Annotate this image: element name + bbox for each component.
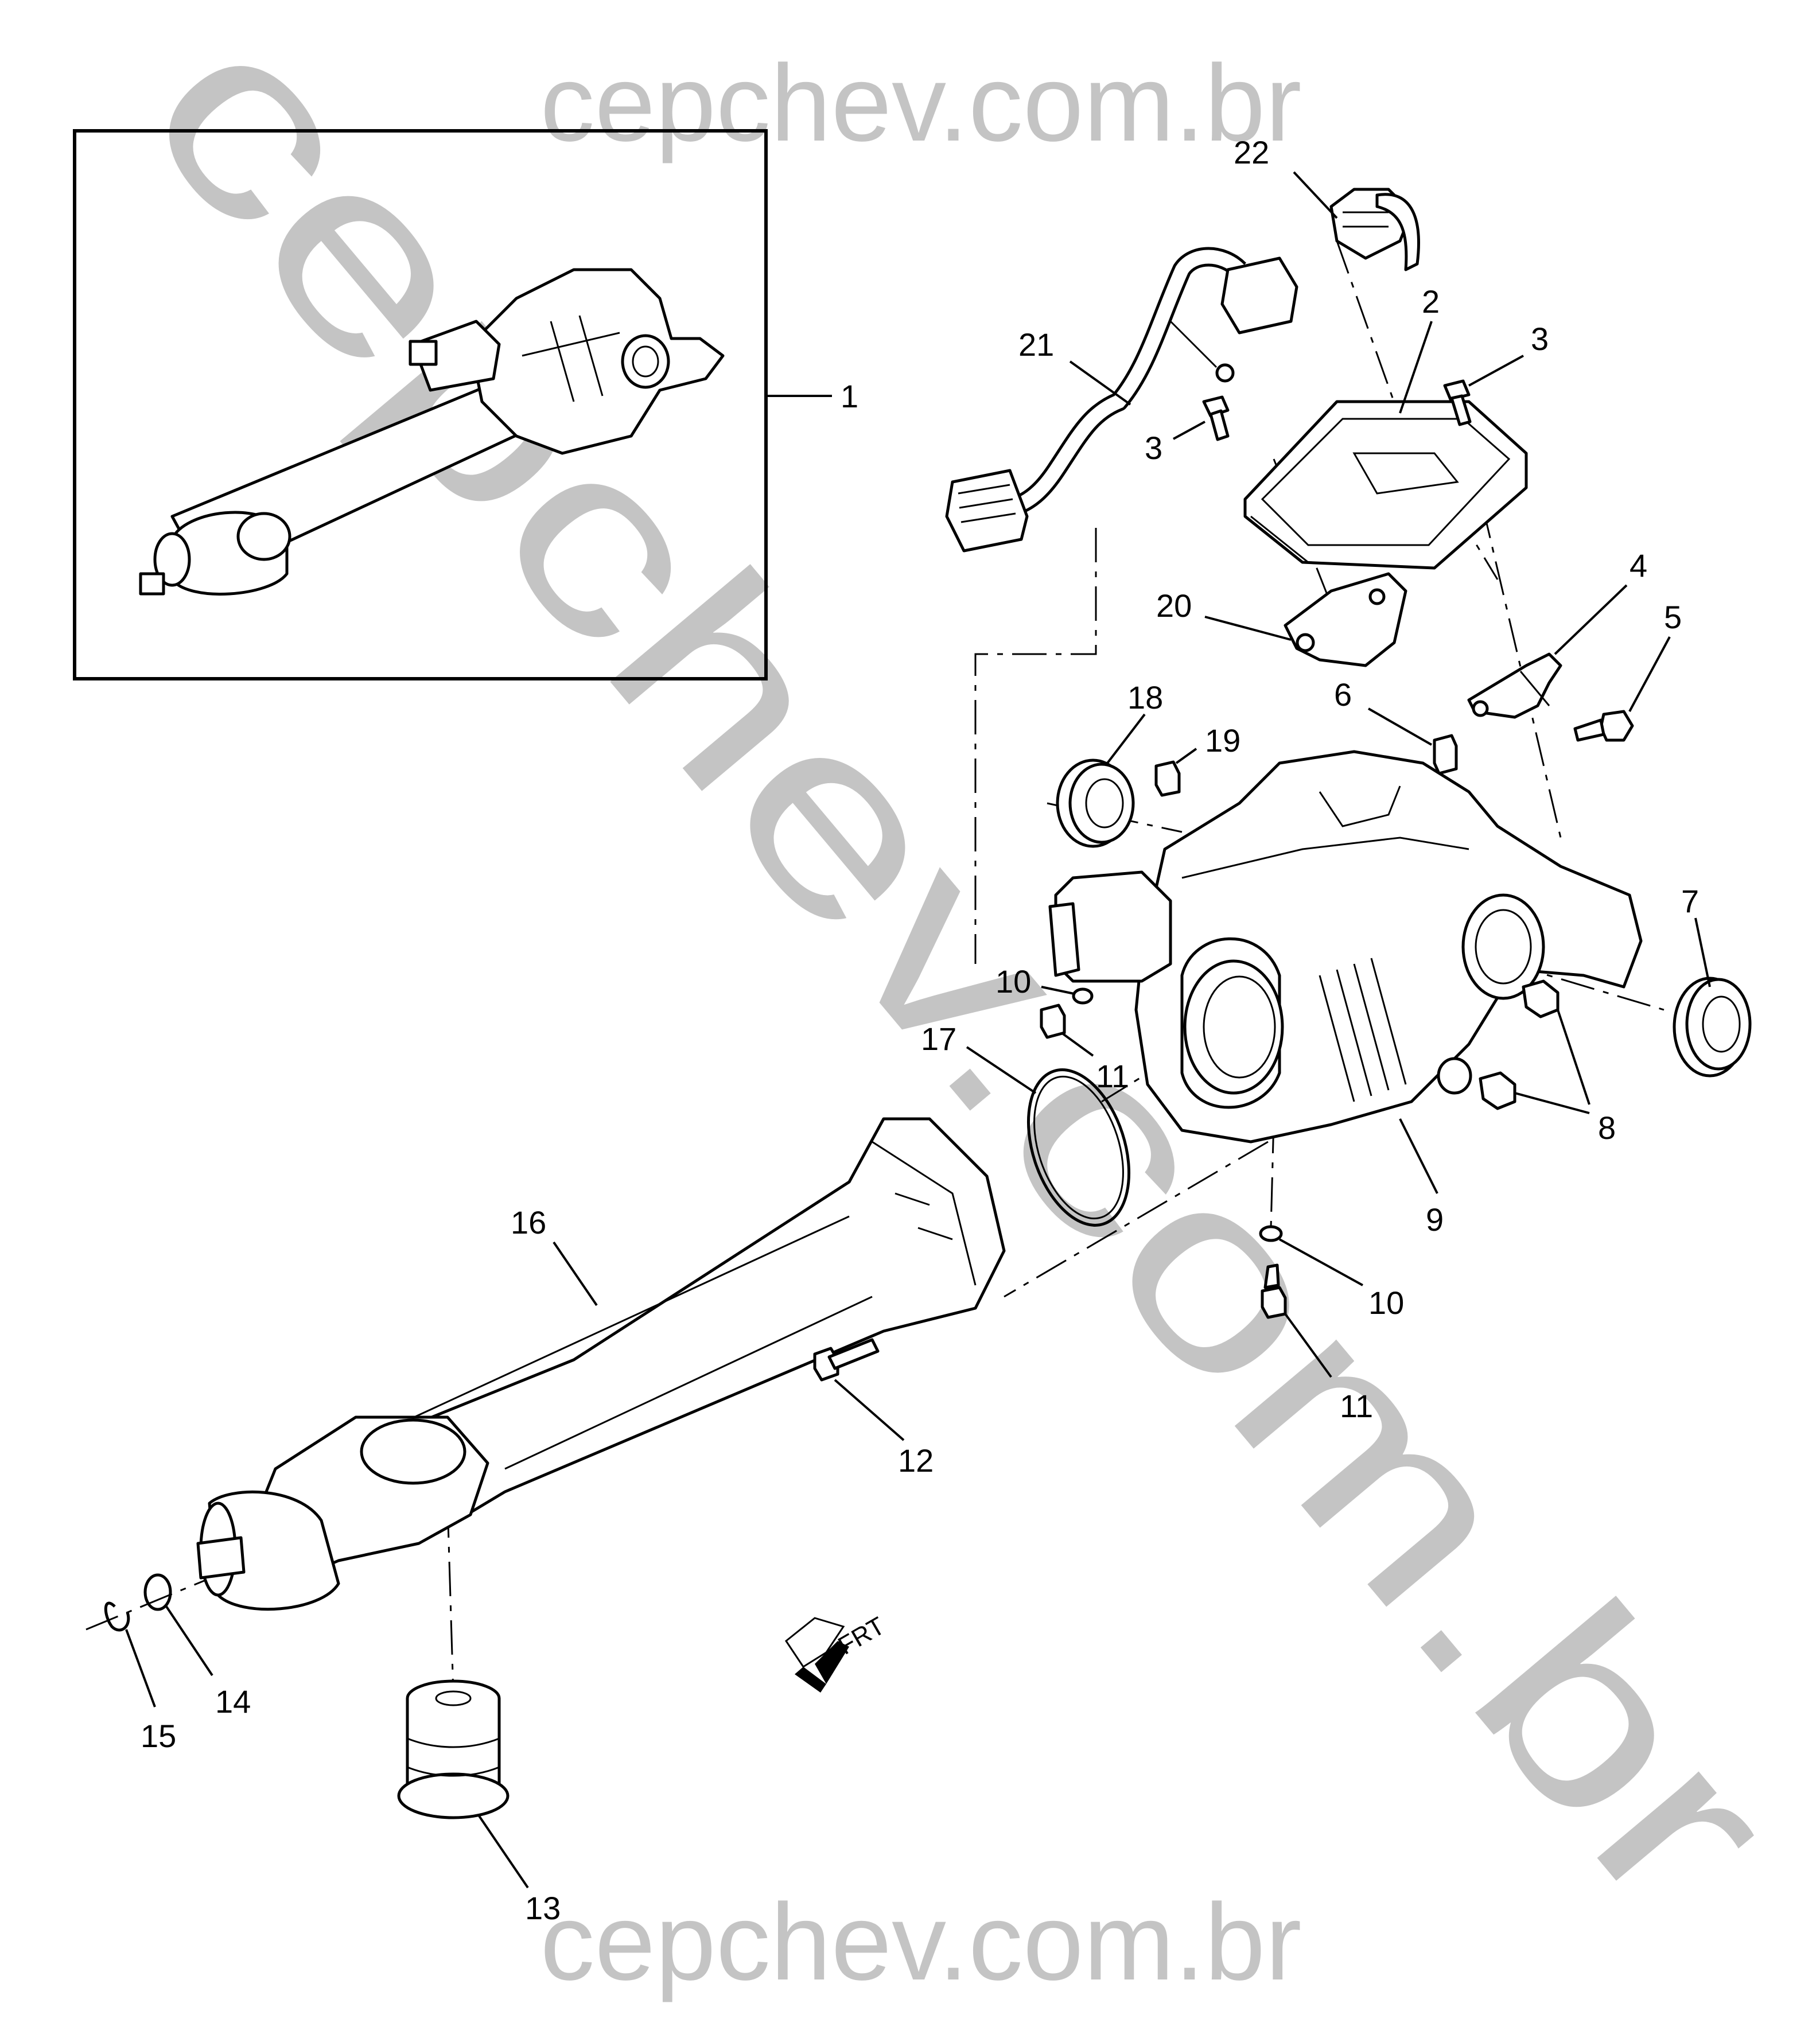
assembled-axle-illustration — [139, 268, 725, 596]
callout-14-leader — [165, 1605, 213, 1677]
differential-housing — [1048, 750, 1643, 1144]
washer-10-lower — [1259, 1225, 1283, 1242]
front-direction-icon: FRT — [784, 1612, 889, 1693]
callout-10b-leader — [1279, 1238, 1363, 1286]
callout-22: 22 — [1234, 134, 1269, 170]
plug-8-lower — [1479, 1071, 1516, 1110]
bolt-5 — [1573, 710, 1634, 742]
callout-21-leader — [1069, 360, 1131, 406]
callout-11b: 11 — [1340, 1388, 1373, 1424]
bolt-3-right — [1443, 379, 1472, 426]
callout-16: 16 — [511, 1204, 546, 1240]
callout-22-leader — [1293, 171, 1338, 219]
assembly-inset: 1 — [73, 129, 858, 680]
callout-15: 15 — [141, 1718, 176, 1754]
washer-10-upper — [1072, 987, 1094, 1005]
callout-12-leader — [834, 1379, 905, 1441]
callout-14: 14 — [215, 1683, 251, 1720]
callout-8-leader-upper — [1557, 1009, 1590, 1105]
callout-3a-leader — [1173, 421, 1205, 440]
vent-6 — [1433, 734, 1458, 775]
callout-6-leader — [1368, 707, 1432, 746]
wiring-harness — [945, 247, 1298, 553]
callout-9: 9 — [1426, 1201, 1444, 1238]
seal-7 — [1673, 977, 1752, 1078]
watermark-diagonal: cepchev.com.br — [94, 0, 1820, 1962]
o-ring-17 — [1026, 1068, 1131, 1227]
retaining-ring-14 — [143, 1573, 172, 1611]
callout-8: 8 — [1598, 1110, 1616, 1146]
bushing-13 — [397, 1679, 510, 1819]
callout-8-leader-lower — [1514, 1092, 1590, 1114]
callout-11b-leader — [1284, 1313, 1332, 1378]
callout-19-leader — [1175, 748, 1197, 764]
seal-18 — [1056, 759, 1135, 848]
callout-13-leader — [478, 1815, 529, 1889]
watermark-top: cepchev.com.br — [540, 42, 1301, 164]
callout-4: 4 — [1630, 547, 1647, 584]
callout-3b-leader — [1468, 355, 1524, 387]
connector-22 — [1329, 188, 1420, 271]
control-module — [1243, 400, 1528, 570]
callout-3a: 3 — [1145, 430, 1162, 466]
inset-frame — [73, 129, 768, 680]
callout-2: 2 — [1422, 283, 1440, 320]
callout-7-leader — [1694, 917, 1711, 987]
callout-5-leader — [1628, 636, 1671, 712]
bracket-20 — [1284, 572, 1407, 667]
retaining-ring-15 — [104, 1601, 130, 1632]
bracket-4 — [1467, 652, 1562, 719]
bolt-11-upper — [1040, 1004, 1066, 1039]
callout-7: 7 — [1681, 883, 1699, 919]
callout-10b: 10 — [1368, 1285, 1404, 1321]
callout-5: 5 — [1664, 599, 1682, 635]
callout-4-leader — [1554, 584, 1628, 655]
callout-21: 21 — [1018, 326, 1054, 363]
callout-11a-leader — [1060, 1032, 1094, 1057]
callout-1: 1 — [841, 378, 858, 414]
bolt-12 — [813, 1338, 880, 1382]
callout-18: 18 — [1127, 679, 1163, 715]
callout-6: 6 — [1334, 676, 1352, 713]
callout-9-leader — [1399, 1118, 1438, 1194]
callout-13: 13 — [525, 1890, 561, 1926]
callout-2-leader — [1399, 321, 1433, 414]
plug-8-upper — [1522, 979, 1560, 1018]
callout-16-leader — [553, 1241, 598, 1306]
callout-15-leader — [125, 1629, 156, 1708]
callout-10a-leader — [1041, 986, 1075, 995]
callout-19: 19 — [1205, 722, 1240, 759]
callout-20: 20 — [1156, 588, 1192, 624]
callout-10a: 10 — [995, 963, 1031, 999]
watermark-bottom: cepchev.com.br — [540, 1881, 1301, 2003]
callout-12: 12 — [898, 1442, 934, 1479]
callout-20-leader — [1204, 616, 1292, 641]
callout-18-leader — [1106, 713, 1146, 764]
callout-3b: 3 — [1531, 321, 1549, 357]
axle-tube — [196, 1117, 1006, 1611]
bolt-3-left — [1202, 395, 1230, 441]
plug-19 — [1154, 760, 1181, 797]
callout-17-leader — [966, 1046, 1037, 1094]
callout-11a: 11 — [1096, 1058, 1129, 1094]
callout-17: 17 — [921, 1021, 956, 1057]
